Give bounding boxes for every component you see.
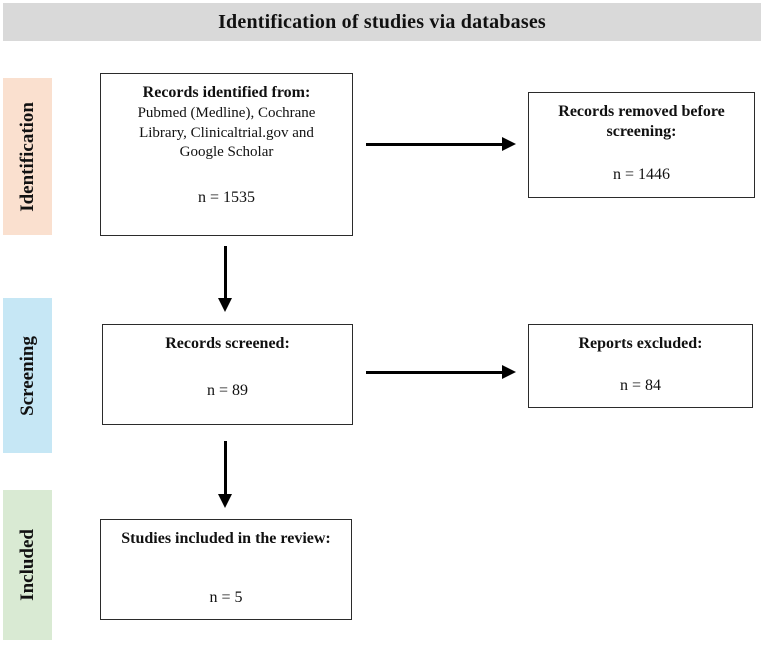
arrow-head xyxy=(502,137,516,151)
arrow-right-icon xyxy=(366,137,516,151)
arrow-shaft xyxy=(366,370,502,374)
arrow-shaft xyxy=(223,441,227,494)
box-title: Studies included in the review: xyxy=(121,530,331,547)
stage-band-included: Included xyxy=(3,490,52,640)
stage-band-identification: Identification xyxy=(3,78,52,235)
box-count: n = 5 xyxy=(209,589,243,606)
box-count: n = 1446 xyxy=(612,166,671,183)
arrow-down-icon xyxy=(218,246,232,312)
box-reports-excluded: Reports excluded: n = 84 xyxy=(528,324,753,408)
arrow-shaft xyxy=(366,142,502,146)
box-count: n = 89 xyxy=(206,382,249,399)
box-title: Records removed before screening: xyxy=(558,103,725,141)
box-records-identified: Records identified from: Pubmed (Medline… xyxy=(100,73,353,236)
stage-label-screening: Screening xyxy=(16,335,38,416)
arrow-shaft xyxy=(223,246,227,298)
arrow-right-icon xyxy=(366,365,516,379)
arrow-head xyxy=(502,365,516,379)
arrow-down-icon xyxy=(218,441,232,508)
stage-label-included: Included xyxy=(16,529,38,601)
stage-band-screening: Screening xyxy=(3,298,52,453)
box-studies-included: Studies included in the review: n = 5 xyxy=(100,519,352,620)
arrow-head xyxy=(218,298,232,312)
box-title: Records screened: xyxy=(165,335,290,352)
box-count: n = 1535 xyxy=(197,189,256,206)
box-title: Records identified from: xyxy=(142,84,311,101)
box-sources-text: Pubmed (Medline), Cochrane Library, Clin… xyxy=(137,105,316,161)
arrow-head xyxy=(218,494,232,508)
diagram-header: Identification of studies via databases xyxy=(3,3,761,41)
box-records-removed: Records removed before screening: n = 14… xyxy=(528,92,755,198)
box-records-screened: Records screened: n = 89 xyxy=(102,324,353,425)
stage-label-identification: Identification xyxy=(16,101,38,212)
diagram-title: Identification of studies via databases xyxy=(218,10,546,33)
box-count: n = 84 xyxy=(619,377,662,394)
box-title: Reports excluded: xyxy=(578,335,703,352)
